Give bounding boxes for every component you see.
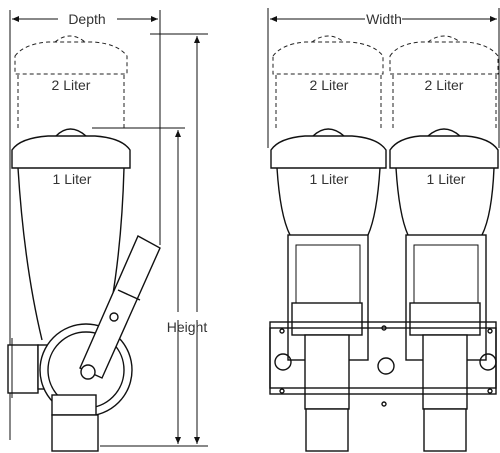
front-left-unit: 2 Liter 1 Liter bbox=[270, 35, 387, 452]
width-label: Width bbox=[366, 11, 402, 27]
side-1-liter-label: 1 Liter bbox=[53, 171, 92, 187]
depth-label: Depth bbox=[68, 11, 105, 27]
side-1-liter-hopper: 1 Liter bbox=[11, 128, 131, 341]
front-mounting-bracket bbox=[269, 321, 497, 407]
side-valve-assembly bbox=[7, 235, 161, 452]
side-2-liter-hopper: 2 Liter bbox=[14, 35, 128, 128]
width-dimension: Width bbox=[267, 8, 500, 148]
front-left-2-liter-label: 2 Liter bbox=[310, 77, 349, 93]
front-right-unit: 2 Liter 1 Liter bbox=[389, 35, 499, 452]
front-view: Width 2 Liter 1 Liter 2 Liter bbox=[267, 8, 500, 452]
front-right-2-liter-label: 2 Liter bbox=[425, 77, 464, 93]
side-view: Depth 2 Liter 1 Liter Height bbox=[7, 10, 208, 452]
side-2-liter-label: 2 Liter bbox=[52, 77, 91, 93]
front-left-1-liter-label: 1 Liter bbox=[310, 171, 349, 187]
front-right-1-liter-label: 1 Liter bbox=[427, 171, 466, 187]
height-label: Height bbox=[167, 319, 208, 335]
height-dimension: Height bbox=[92, 33, 208, 447]
